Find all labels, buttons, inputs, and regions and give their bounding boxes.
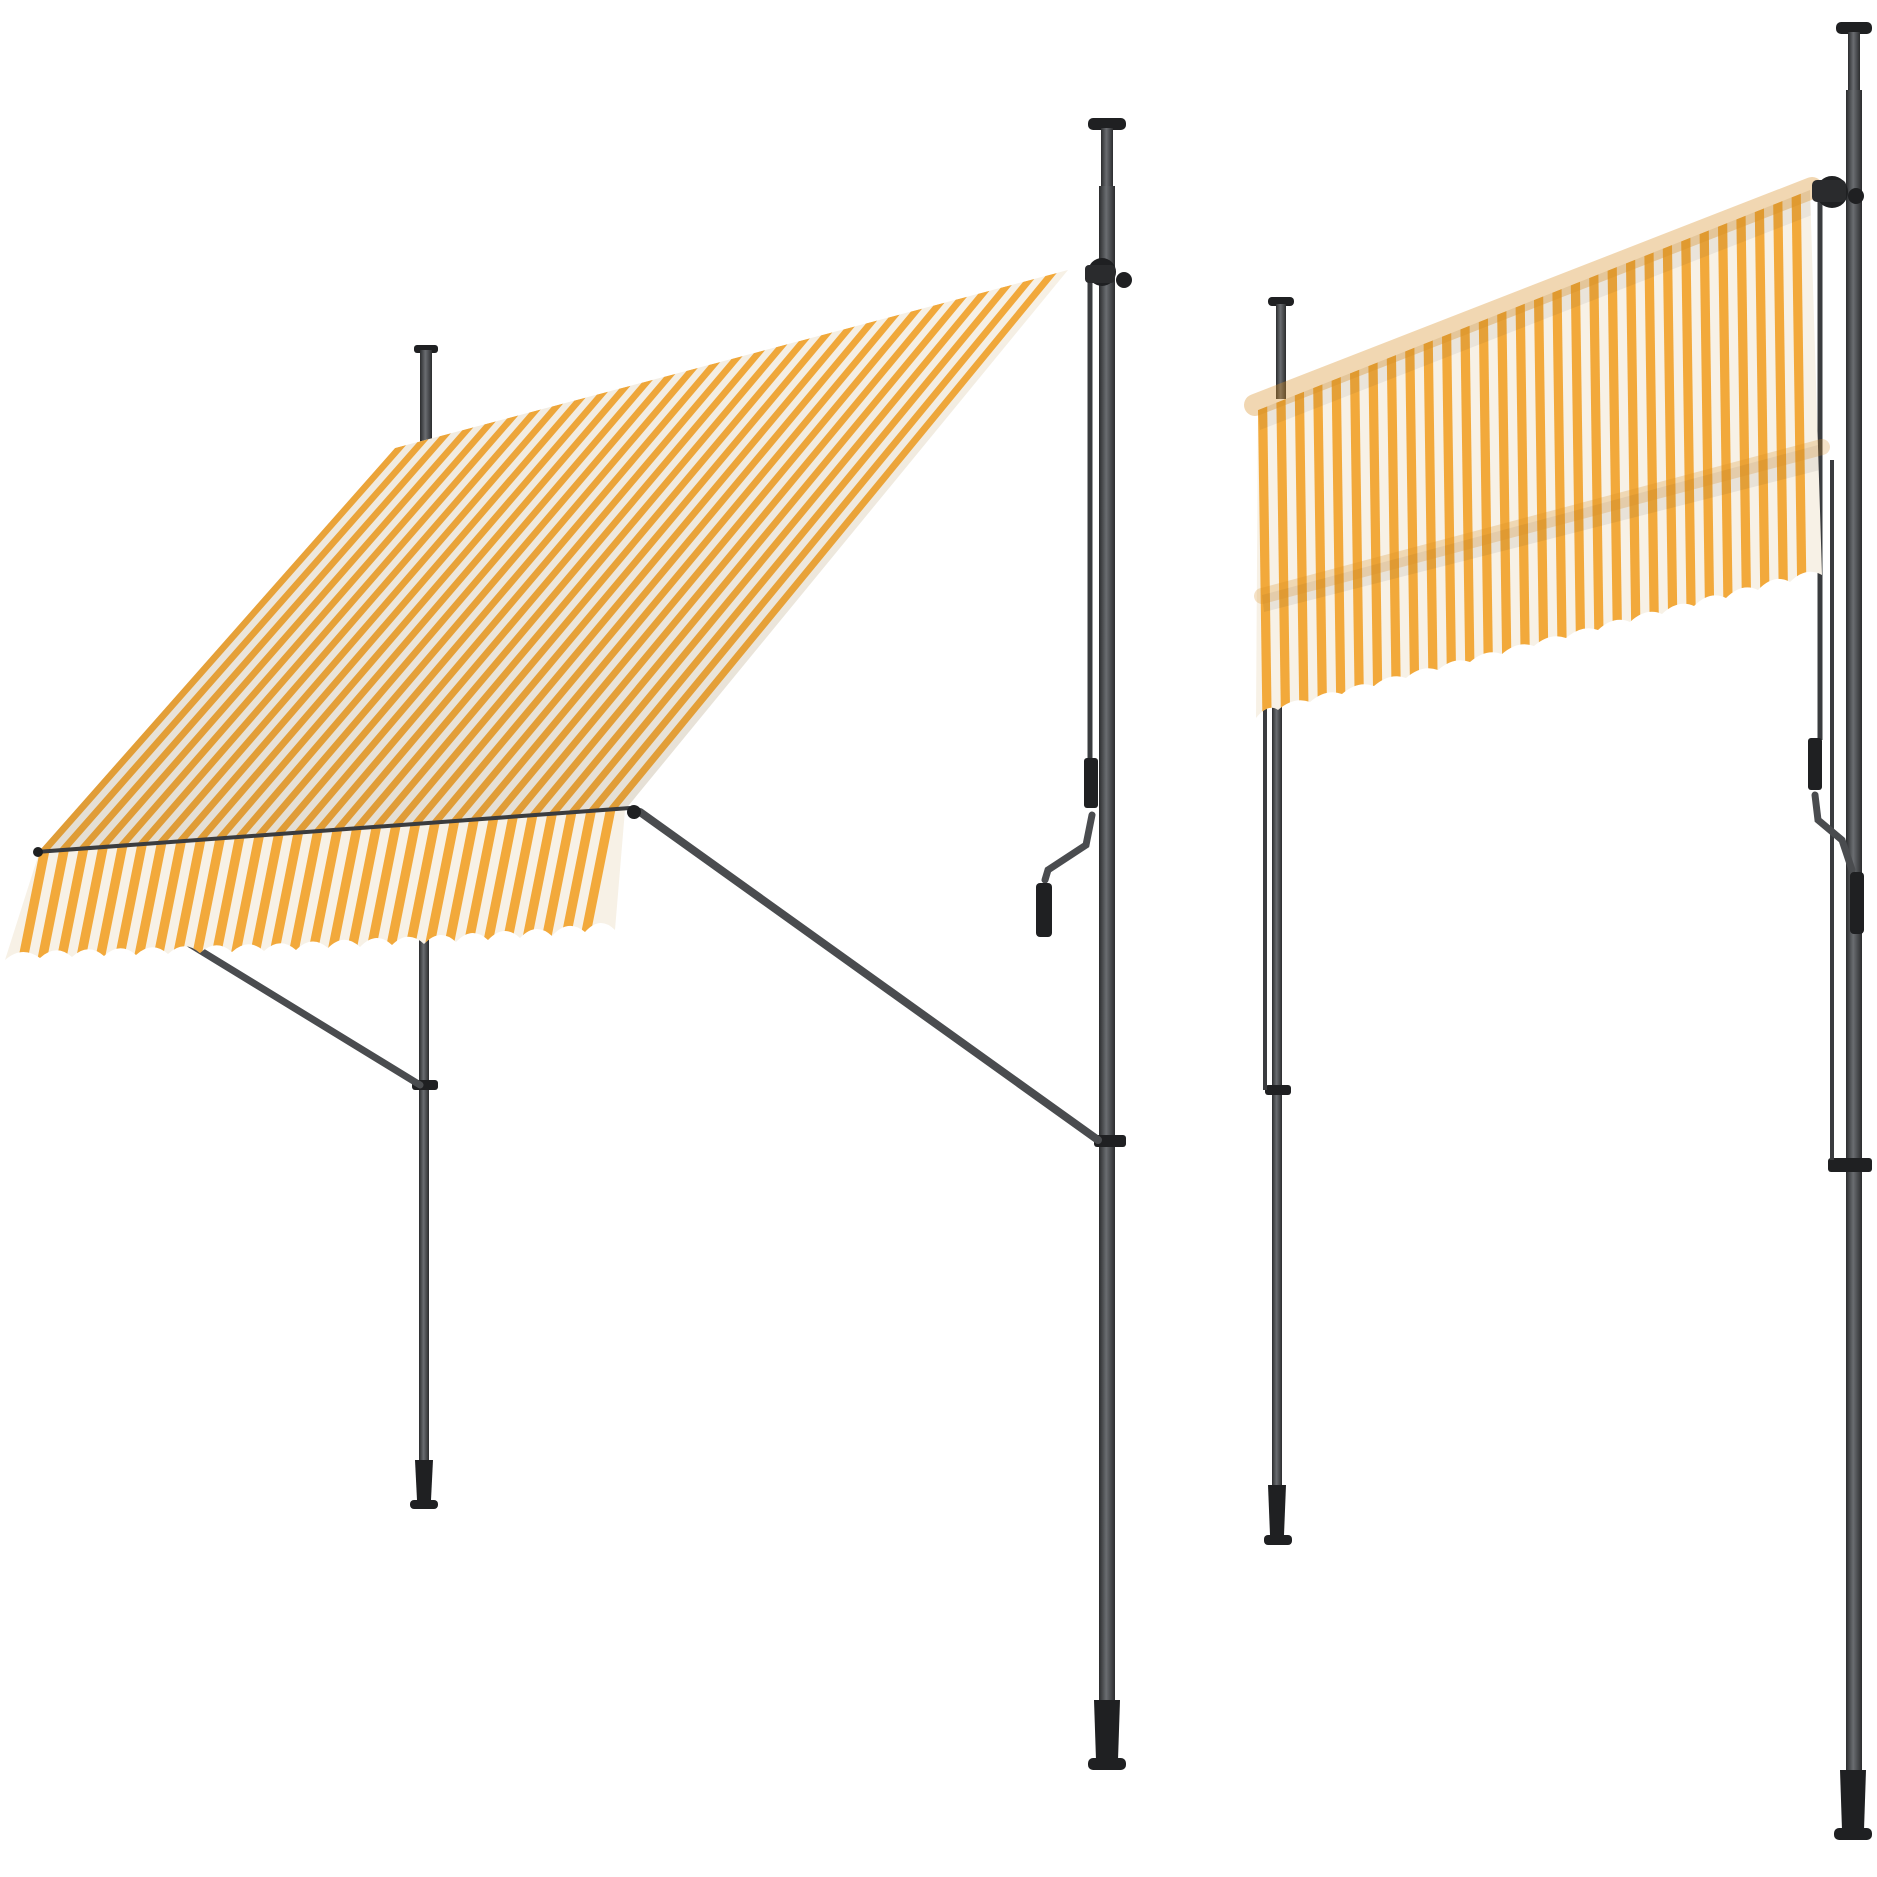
left-main-pole — [1088, 118, 1126, 1770]
retracted-awning — [1244, 22, 1872, 1840]
crank-handle — [1036, 270, 1098, 937]
right-main-pole — [1828, 22, 1872, 1840]
retracted-bracket — [1812, 176, 1864, 208]
right-support-arm — [636, 808, 1102, 1144]
retracted-crank — [1808, 200, 1864, 1160]
retracted-fabric — [1256, 190, 1822, 718]
left-support-arm — [166, 928, 424, 1089]
left-rear-pole — [410, 345, 438, 1509]
extended-awning — [5, 118, 1132, 1770]
roller-bracket — [1085, 258, 1132, 288]
extended-canopy — [40, 270, 1068, 850]
